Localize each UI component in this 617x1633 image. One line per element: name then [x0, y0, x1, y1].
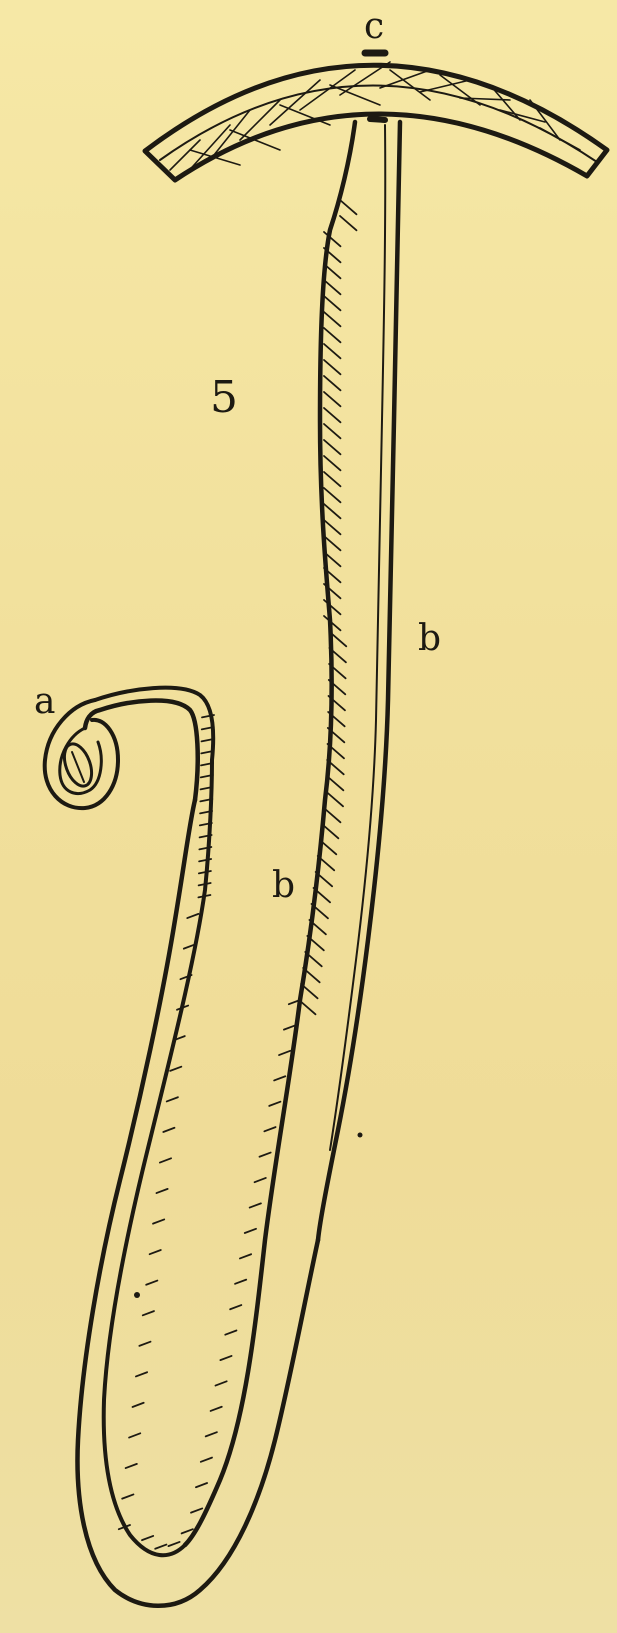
- hatch-mark: [136, 1372, 147, 1376]
- hatch-mark: [191, 1508, 202, 1512]
- hatch-mark: [199, 883, 211, 885]
- hatch-mark: [139, 1342, 150, 1346]
- hatch-mark: [324, 504, 341, 518]
- hatch-mark: [199, 871, 211, 873]
- hatch-mark: [122, 1494, 133, 1498]
- hatch-mark: [264, 1127, 275, 1131]
- hatch-mark: [324, 600, 341, 614]
- hatch-mark: [324, 808, 341, 822]
- hatch-mark: [143, 1311, 154, 1315]
- hatch-mark: [259, 1153, 270, 1157]
- hatch-mark: [279, 1051, 290, 1055]
- hatch-mark: [129, 1433, 140, 1437]
- label-b-lower: b: [272, 865, 295, 906]
- hatch-mark: [324, 376, 341, 390]
- hatch-mark: [230, 1305, 241, 1309]
- hatch-mark: [132, 1403, 143, 1407]
- hatch-mark: [206, 1432, 217, 1436]
- stalk-dot-2: [358, 1133, 363, 1138]
- hatch-mark: [150, 1250, 161, 1254]
- hatch-mark: [324, 296, 341, 310]
- hatch-mark: [196, 1483, 207, 1487]
- hatch-mark: [324, 280, 341, 294]
- hatch-mark: [220, 1356, 231, 1360]
- hatch-mark: [324, 520, 341, 534]
- hatch-mark: [299, 1000, 316, 1014]
- hatch-mark: [324, 328, 341, 342]
- figure-number: 5: [210, 372, 238, 423]
- hatch-mark: [187, 914, 198, 918]
- hatch-mark: [324, 344, 341, 358]
- hatch-mark: [170, 1067, 181, 1071]
- label-b-upper: b: [418, 618, 441, 659]
- hatch-mark: [324, 456, 341, 470]
- hatch-mark: [155, 1545, 166, 1549]
- hatch-mark: [324, 360, 341, 374]
- label-c: c: [364, 6, 384, 47]
- hatch-mark: [201, 1458, 212, 1462]
- stalk-inner-line: [330, 125, 385, 1150]
- hatch-mark: [340, 216, 357, 230]
- hatch-mark: [146, 1281, 157, 1285]
- hatch-mark: [324, 488, 341, 502]
- hatch-mark: [126, 1464, 137, 1468]
- hatch-mark: [211, 1407, 222, 1411]
- hatch-mark: [182, 1529, 193, 1533]
- hatch-mark: [327, 776, 344, 790]
- label-a: a: [34, 681, 55, 722]
- stalk-inner-loop: [104, 760, 212, 1555]
- hatch-mark: [284, 1025, 295, 1029]
- hatch-mark: [198, 895, 210, 897]
- hatch-mark: [235, 1280, 246, 1284]
- hatch-mark: [245, 1229, 256, 1233]
- hatch-mark: [225, 1330, 236, 1334]
- hatch-mark: [324, 472, 341, 486]
- stalk-dot-1: [134, 1292, 140, 1298]
- hatch-mark: [274, 1076, 285, 1080]
- hatch-mark: [327, 792, 344, 806]
- hatch-mark: [142, 1536, 153, 1540]
- cap-disc: [145, 53, 607, 180]
- hatch-mark: [160, 1158, 171, 1162]
- hatch-mark: [269, 1102, 280, 1106]
- coiled-tip: [45, 700, 118, 808]
- hatch-mark: [255, 1178, 266, 1182]
- hatch-mark: [324, 408, 341, 422]
- hatch-mark: [324, 392, 341, 406]
- hatch-mark: [163, 1128, 174, 1132]
- hook-arm: [85, 701, 198, 800]
- hatch-mark: [324, 312, 341, 326]
- hatch-mark: [324, 424, 341, 438]
- hatch-mark: [168, 1542, 179, 1546]
- hatch-mark: [340, 200, 357, 214]
- hatch-mark: [153, 1219, 164, 1223]
- hatch-mark: [167, 1097, 178, 1101]
- hatch-mark: [156, 1189, 167, 1193]
- stalk-outer-loop: [77, 800, 318, 1606]
- hatch-mark: [250, 1203, 261, 1207]
- hatch-mark: [240, 1254, 251, 1258]
- hatch-mark: [324, 440, 341, 454]
- hatch-mark: [215, 1381, 226, 1385]
